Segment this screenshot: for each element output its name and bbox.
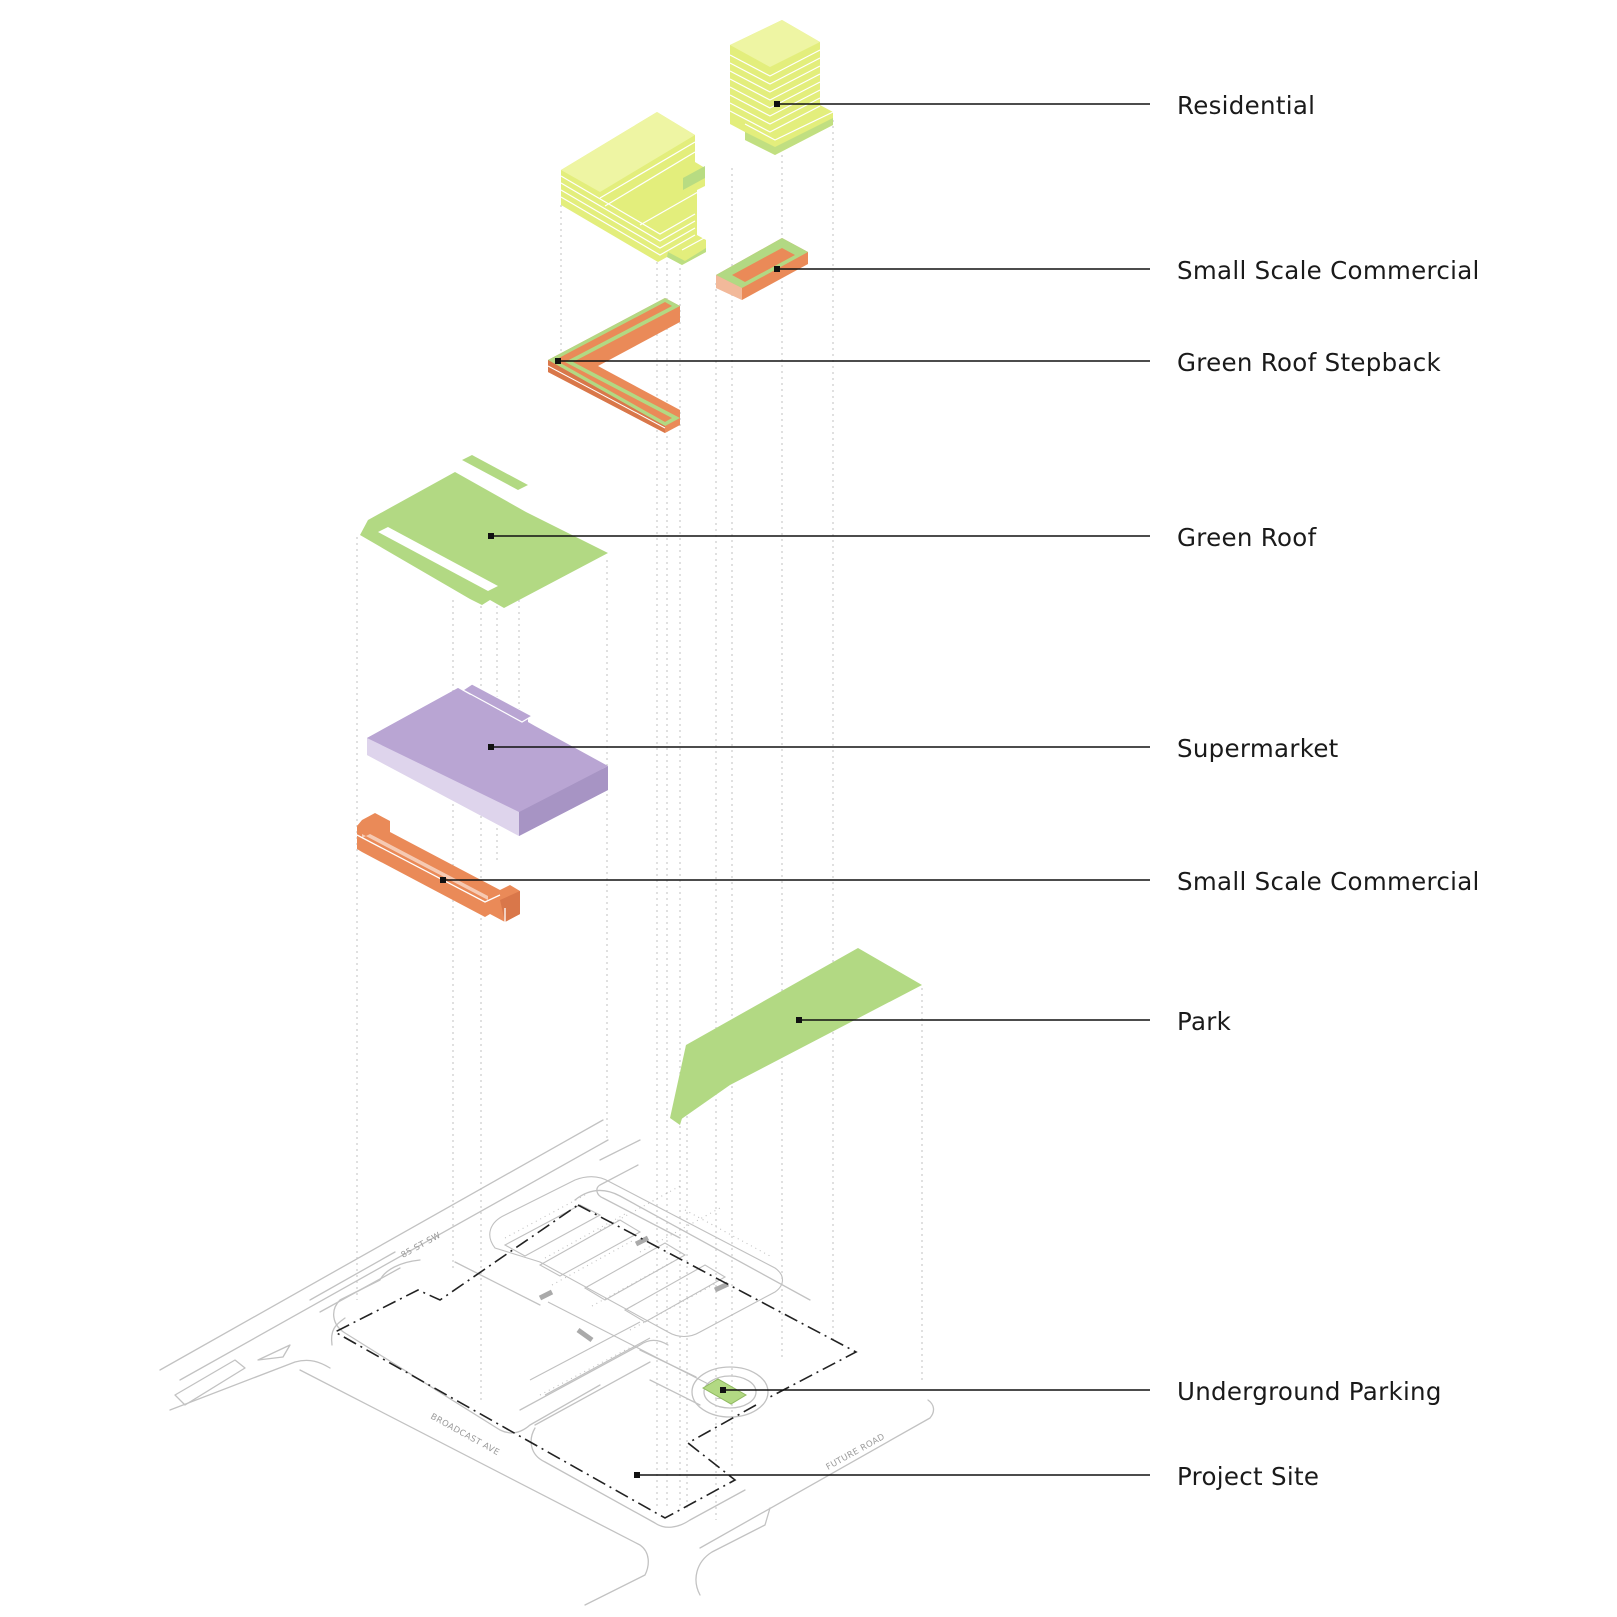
label-text-park: Park bbox=[1177, 1007, 1232, 1036]
label-text-project-site: Project Site bbox=[1177, 1462, 1319, 1491]
label-green-roof-stepback: Green Roof Stepback bbox=[555, 348, 1442, 377]
label-text-small-commercial-lower: Small Scale Commercial bbox=[1177, 867, 1480, 896]
label-green-roof: Green Roof bbox=[488, 523, 1318, 552]
label-text-green-roof: Green Roof bbox=[1177, 523, 1318, 552]
label-underground-parking: Underground Parking bbox=[720, 1377, 1442, 1406]
label-text-supermarket: Supermarket bbox=[1177, 734, 1339, 763]
label-text-underground-parking: Underground Parking bbox=[1177, 1377, 1442, 1406]
park-layer bbox=[670, 948, 922, 1125]
supermarket-layer bbox=[367, 683, 608, 836]
label-small-commercial-lower: Small Scale Commercial bbox=[440, 867, 1480, 896]
label-text-green-roof-stepback: Green Roof Stepback bbox=[1177, 348, 1442, 377]
street-label-east: FUTURE ROAD bbox=[825, 1432, 887, 1473]
street-label-north: 85 ST SW bbox=[400, 1231, 443, 1261]
residential-layer bbox=[560, 20, 834, 265]
green-roof-layer bbox=[360, 455, 608, 608]
small-commercial-upper-layer bbox=[716, 238, 808, 300]
label-text-residential: Residential bbox=[1177, 91, 1315, 120]
small-commercial-lower-layer bbox=[356, 813, 520, 922]
label-project-site: Project Site bbox=[634, 1462, 1319, 1491]
label-small-commercial-upper: Small Scale Commercial bbox=[774, 256, 1480, 285]
green-roof-stepback-layer bbox=[547, 298, 680, 433]
label-park: Park bbox=[796, 1007, 1232, 1036]
label-residential: Residential bbox=[774, 91, 1315, 120]
label-text-small-commercial-upper: Small Scale Commercial bbox=[1177, 256, 1480, 285]
site-plan: 85 ST SW BROADCAST AVE FUTURE ROAD bbox=[159, 1119, 935, 1606]
label-supermarket: Supermarket bbox=[488, 734, 1339, 763]
